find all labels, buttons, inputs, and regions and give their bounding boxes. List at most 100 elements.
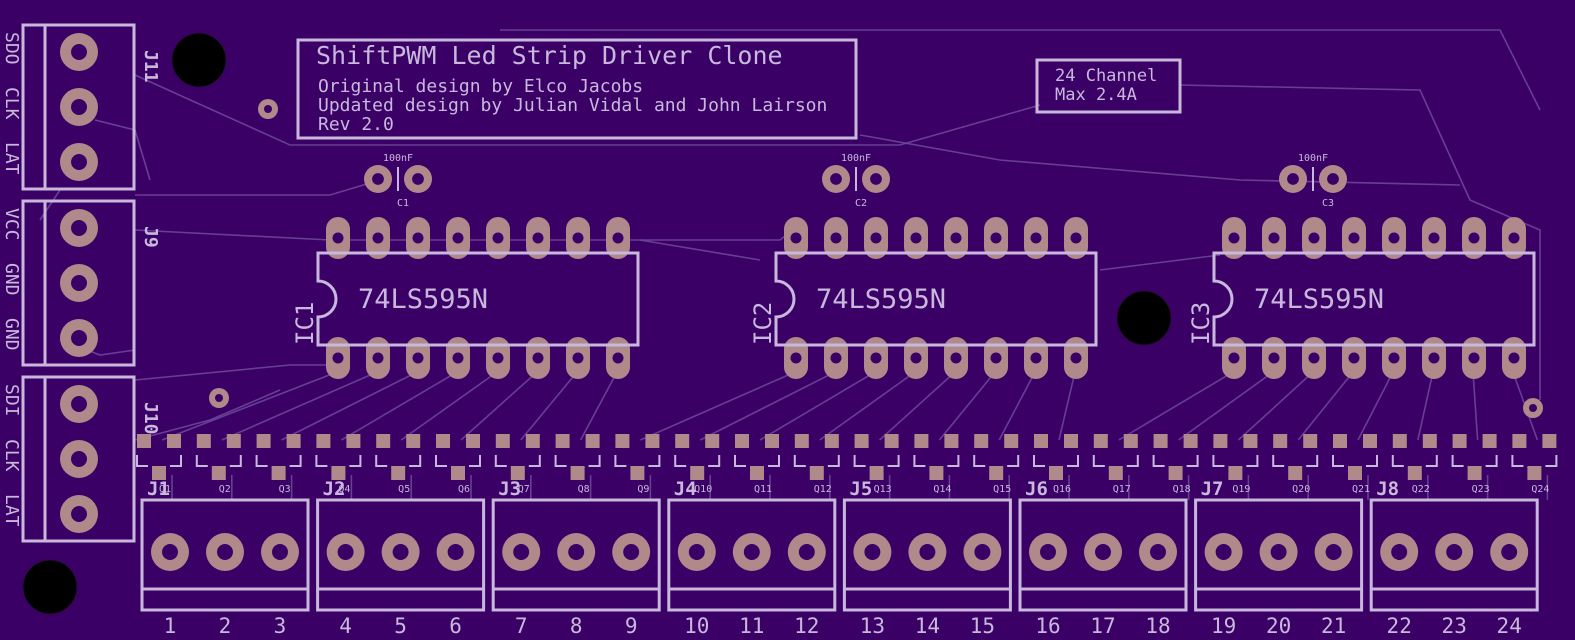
chip-ref-label: IC2	[749, 302, 777, 345]
transistor-q24: Q24	[1511, 434, 1558, 495]
ic-pin-pad	[1382, 337, 1406, 379]
channel-number: 14	[915, 614, 940, 638]
header-ref-label: J5	[849, 478, 872, 500]
transistor-q1: Q1	[136, 434, 182, 495]
copper-trace	[1058, 371, 1076, 441]
channel-number: 4	[339, 614, 352, 638]
copper-trace	[819, 371, 916, 441]
chip-outline	[774, 251, 1098, 347]
copper-trace	[859, 134, 1461, 186]
header-pin-pad	[60, 264, 98, 302]
transistor-q22: Q22	[1391, 434, 1438, 495]
channel-number: 12	[794, 614, 819, 638]
copper-trace	[579, 371, 618, 441]
transistor-q3: Q3	[255, 434, 302, 495]
header-pin-pad	[60, 88, 98, 126]
channel-number: 18	[1145, 614, 1170, 638]
transistor-q2: Q2	[195, 434, 242, 495]
ic-pin-pad	[824, 217, 848, 259]
output-pin-pad	[787, 533, 826, 571]
transistor-ref: Q14	[933, 484, 951, 495]
transistor-ref: Q4	[338, 484, 350, 495]
ic-pin-pad	[1222, 217, 1246, 259]
ic-pin-pad	[526, 217, 550, 259]
ic-pin-pad	[566, 337, 590, 379]
header-ref-label: J10	[140, 402, 161, 435]
output-pin-pad	[1380, 533, 1419, 571]
copper-trace	[500, 29, 1541, 111]
transistor-ref: Q8	[578, 484, 590, 495]
transistor-q14: Q14	[913, 434, 960, 495]
chip-outline	[1212, 251, 1536, 347]
channel-number: 5	[394, 614, 407, 638]
output-pin-pad	[502, 533, 541, 571]
transistor-ref: Q19	[1232, 484, 1250, 495]
cap-pad	[822, 165, 850, 193]
pin-label: VCC	[1, 208, 22, 241]
title-block: ShiftPWM Led Strip Driver Clone Original…	[296, 38, 858, 140]
header-ref-label: J11	[140, 50, 161, 83]
channel-number: 21	[1321, 614, 1346, 638]
channel-count: 24 Channel	[1055, 66, 1157, 86]
ic-pin-pad	[1342, 217, 1366, 259]
ic-pin-pad	[326, 337, 350, 379]
transistor-ref: Q11	[754, 484, 772, 495]
ic-pin-pad	[864, 337, 888, 379]
cap-ref: C2	[855, 198, 867, 209]
channel-number: 20	[1266, 614, 1291, 638]
ic-pin-pad	[1024, 217, 1048, 259]
cap-ref: C1	[397, 198, 409, 209]
channel-number: 1	[164, 614, 177, 638]
ic-pin-pad	[566, 217, 590, 259]
ic-pin-pad	[1382, 217, 1406, 259]
transistor-ref: Q13	[874, 484, 892, 495]
copper-trace	[134, 74, 1041, 146]
transistor-q4: Q4	[315, 434, 362, 495]
ic-pin-pad	[406, 217, 430, 259]
ic-pin-pad	[1064, 217, 1088, 259]
output-header-j6: J6 16 17 18	[1018, 478, 1188, 638]
channel-number: 15	[970, 614, 995, 638]
chip-ref-label: IC1	[291, 302, 319, 345]
ic-pin-pad	[984, 337, 1008, 379]
channel-number: 24	[1497, 614, 1522, 638]
ic-pin-pad	[1342, 337, 1366, 379]
copper-trace	[460, 371, 538, 441]
ic-pin-pad	[446, 337, 470, 379]
transistor-ref: Q22	[1412, 484, 1430, 495]
cap-pad	[404, 165, 432, 193]
channel-number: 16	[1035, 614, 1060, 638]
header-ref-label: J9	[140, 226, 161, 248]
channel-number: 13	[860, 614, 885, 638]
mounting-hole	[1116, 290, 1172, 346]
chip-part-number: 74LS595N	[1254, 284, 1384, 315]
revision: Rev 2.0	[318, 114, 394, 135]
spec-block: 24 Channel Max 2.4A	[1035, 58, 1182, 114]
chip-ic2: 74LS595N IC2	[749, 217, 1098, 379]
via	[1523, 398, 1543, 418]
channel-number: 19	[1211, 614, 1236, 638]
ic-pin-pad	[406, 337, 430, 379]
channel-number: 17	[1090, 614, 1115, 638]
header-ref-label: J6	[1025, 478, 1048, 500]
header-pin-pad	[60, 495, 98, 533]
pin-label: GND	[1, 263, 22, 296]
transistor-ref: Q10	[694, 484, 712, 495]
transistor-ref: Q24	[1531, 484, 1549, 495]
transistor-q6: Q6	[435, 434, 481, 495]
copper-trace	[1118, 371, 1234, 441]
transistor-q11: Q11	[734, 434, 780, 495]
transistor-q12: Q12	[793, 434, 840, 495]
header-ref-label: J4	[674, 478, 697, 500]
transistor-ref: Q1	[159, 484, 171, 495]
ic-pin-pad	[1502, 337, 1526, 379]
cap-pad	[862, 165, 890, 193]
chip-part-number: 74LS595N	[816, 284, 946, 315]
